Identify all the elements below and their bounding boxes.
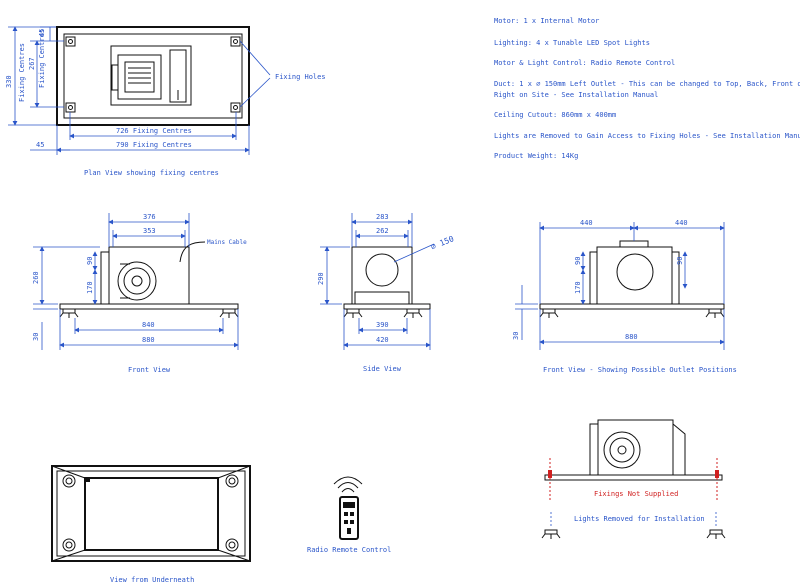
underneath-view: View from Underneath	[51, 465, 251, 584]
outlet-view-caption: Front View - Showing Possible Outlet Pos…	[543, 366, 737, 374]
spec-weight: Product Weight: 14Kg	[494, 152, 578, 160]
outlet-top-duct	[616, 253, 654, 291]
side-view: 283 262 ∅ 150 290 390 420 Side View	[317, 213, 455, 373]
dim-880: 880	[142, 336, 155, 344]
lights-removed-note: Lights Removed for Installation	[574, 515, 705, 523]
dim-330: 330	[5, 75, 13, 88]
dim-880-outlet: 880	[625, 333, 638, 341]
dim-90-right: 90	[676, 257, 684, 265]
dim-45-bottom: 45	[36, 141, 44, 149]
front-view-caption: Front View	[128, 366, 171, 374]
dim-170: 170	[86, 281, 94, 294]
side-body	[351, 246, 413, 305]
fixing-centres-label-1: Fixing Centres	[18, 43, 26, 102]
side-dimensions	[320, 213, 431, 350]
outlet-spot-lights	[539, 308, 725, 318]
side-duct-outlet	[365, 253, 399, 287]
specification-list: Motor: 1 x Internal Motor Lighting: 4 x …	[494, 17, 800, 160]
spec-lighting: Lighting: 4 x Tunable LED Spot Lights	[494, 39, 650, 47]
installation-view: Fixings Not Supplied Lights Removed for …	[541, 419, 726, 539]
plan-inner-frame	[63, 33, 243, 119]
outlet-ceiling-plate	[539, 303, 725, 310]
fixing-centres-label-2: Fixing Centres	[38, 29, 46, 88]
install-body	[597, 419, 674, 476]
outlet-body	[596, 246, 673, 305]
side-ceiling-plate	[343, 303, 431, 310]
fixing-hole-leaders	[239, 40, 271, 108]
dim-840: 840	[142, 321, 155, 329]
dim-30-outlet: 30	[512, 332, 520, 340]
front-motor	[117, 261, 157, 301]
underneath-spot-lights	[62, 474, 239, 552]
underneath-panel	[84, 477, 219, 551]
dim-440-right: 440	[675, 219, 688, 227]
plan-view: Fixing Holes 45 330 Fixing Centres 267 F…	[5, 26, 326, 177]
side-spot-lights	[343, 308, 423, 318]
spec-duct-cont: Right on Site - See Installation Manual	[494, 91, 658, 99]
underneath-caption: View from Underneath	[110, 576, 194, 584]
front-dimensions	[33, 213, 239, 350]
remote-control: Radio Remote Control	[307, 476, 391, 554]
spec-cutout: Ceiling Cutout: 860mm x 400mm	[494, 111, 616, 119]
spec-motor: Motor: 1 x Internal Motor	[494, 17, 599, 25]
dim-353: 353	[143, 227, 156, 235]
signal-waves-icon	[333, 476, 363, 493]
dim-790: 790 Fixing Centres	[116, 141, 192, 149]
mains-cable	[179, 241, 206, 263]
dim-267: 267	[28, 57, 36, 70]
dim-90: 90	[86, 257, 94, 265]
fixing-markers	[548, 458, 719, 500]
dim-420: 420	[376, 336, 389, 344]
underneath-outer	[51, 465, 251, 562]
dim-45-top: 45	[38, 29, 46, 37]
spec-duct: Duct: 1 x ∅ 150mm Left Outlet - This can…	[494, 80, 800, 88]
plan-left-dimensions	[8, 26, 64, 126]
front-view: Mains Cable 376 353 260 90 170 30 840 88…	[32, 213, 247, 374]
dim-90-left: 90	[574, 257, 582, 265]
plan-motor-housing	[110, 45, 192, 106]
dim-726: 726 Fixing Centres	[116, 127, 192, 135]
plan-view-caption: Plan View showing fixing centres	[84, 169, 219, 177]
dim-290: 290	[317, 272, 325, 285]
outlet-dimensions	[515, 222, 725, 350]
front-ceiling-plate	[59, 303, 239, 310]
fixing-hole-marks	[65, 36, 241, 113]
spec-control: Motor & Light Control: Radio Remote Cont…	[494, 59, 675, 67]
dim-30: 30	[32, 333, 40, 341]
remote-caption: Radio Remote Control	[307, 546, 391, 554]
dim-376: 376	[143, 213, 156, 221]
dim-440-left: 440	[580, 219, 593, 227]
dim-283: 283	[376, 213, 389, 221]
dim-260: 260	[32, 271, 40, 284]
remote-handset	[339, 496, 359, 540]
plan-outer-frame	[56, 26, 250, 126]
outlet-positions-view: 440 440 90 90 170 30 880 Front View - Sh…	[512, 219, 737, 374]
dim-262: 262	[376, 227, 389, 235]
dim-170-outlet: 170	[574, 281, 582, 294]
install-ceiling-plate	[544, 474, 723, 481]
mains-cable-label: Mains Cable	[207, 239, 247, 246]
fixings-not-supplied: Fixings Not Supplied	[594, 490, 678, 498]
removed-spot-lights	[541, 529, 726, 539]
plan-bottom-dimensions	[30, 112, 250, 155]
side-view-caption: Side View	[363, 365, 402, 373]
dim-150: ∅ 150	[429, 234, 455, 251]
fixing-holes-label: Fixing Holes	[275, 73, 326, 81]
dim-390: 390	[376, 321, 389, 329]
spec-lights-removed: Lights are Removed to Gain Access to Fix…	[494, 132, 800, 140]
front-spot-lights	[59, 308, 239, 318]
